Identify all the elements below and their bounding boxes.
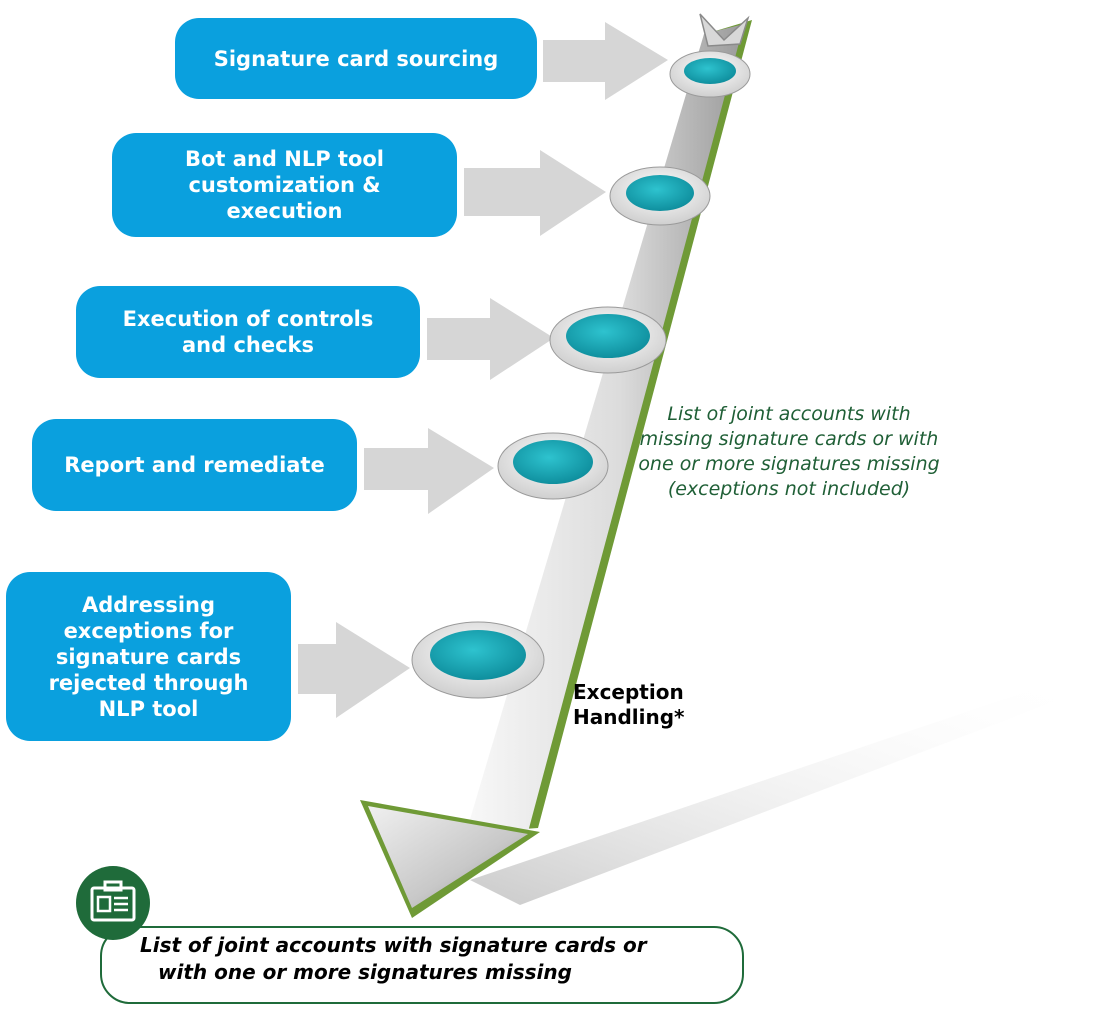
step-report-remediate: Report and remediate	[32, 419, 357, 511]
note-line-4: (exceptions not included)	[667, 478, 911, 500]
connector-arrow-1	[543, 22, 668, 100]
step-signature-card-sourcing: Signature card sourcing	[175, 18, 537, 99]
note-line-2: missing signature cards or with	[639, 428, 939, 450]
connector-arrow-2	[464, 150, 606, 236]
final-output-line-1: List of joint accounts with signature ca…	[140, 933, 647, 957]
step-1-line-1: Signature card sourcing	[213, 46, 499, 71]
step-2-line-1: Bot and NLP tool	[185, 147, 384, 171]
node-1	[669, 50, 751, 98]
note-line-3: one or more signatures missing	[638, 453, 940, 475]
intermediate-output-note: List of joint accounts with missing sign…	[614, 402, 964, 502]
main-arrow-shaft	[468, 24, 744, 832]
step-execution-controls-checks: Execution of controls and checks	[76, 286, 420, 378]
step-4-line-1: Report and remediate	[64, 453, 325, 477]
final-output-text: List of joint accounts with signature ca…	[140, 932, 647, 986]
main-arrow-tail	[699, 13, 750, 47]
step-5-line-4: rejected through	[48, 670, 249, 695]
exception-handling-label: Exception Handling*	[573, 680, 685, 730]
final-output-line-2: with one or more signatures missing	[158, 960, 572, 984]
id-card-icon	[76, 866, 150, 940]
note-line-1: List of joint accounts with	[667, 403, 911, 425]
step-2-line-2: customization &	[188, 173, 381, 197]
step-5-line-1: Addressing	[81, 592, 216, 617]
step-addressing-exceptions: Addressing exceptions for signature card…	[6, 572, 291, 741]
arrow-shadow	[470, 680, 1085, 905]
step-5-line-5: NLP tool	[98, 696, 199, 721]
node-3	[549, 306, 667, 374]
exception-label-line-1: Exception	[573, 680, 684, 704]
exception-label-line-2: Handling*	[573, 705, 685, 729]
connector-arrow-3	[427, 298, 554, 380]
step-3-line-1: Execution of controls	[122, 307, 374, 331]
connector-arrow-4	[364, 428, 494, 514]
step-5-line-3: signature cards	[55, 644, 242, 669]
step-2-line-3: execution	[226, 199, 343, 223]
final-output-box	[100, 926, 744, 1004]
node-2	[609, 166, 711, 226]
step-bot-nlp-customization: Bot and NLP tool customization & executi…	[112, 133, 457, 237]
step-3-line-2: and checks	[181, 333, 315, 357]
step-5-line-2: exceptions for	[63, 618, 234, 643]
main-arrow-head-face	[368, 806, 528, 908]
node-5	[411, 621, 545, 699]
connector-arrow-5	[298, 622, 410, 718]
node-4	[497, 432, 609, 500]
